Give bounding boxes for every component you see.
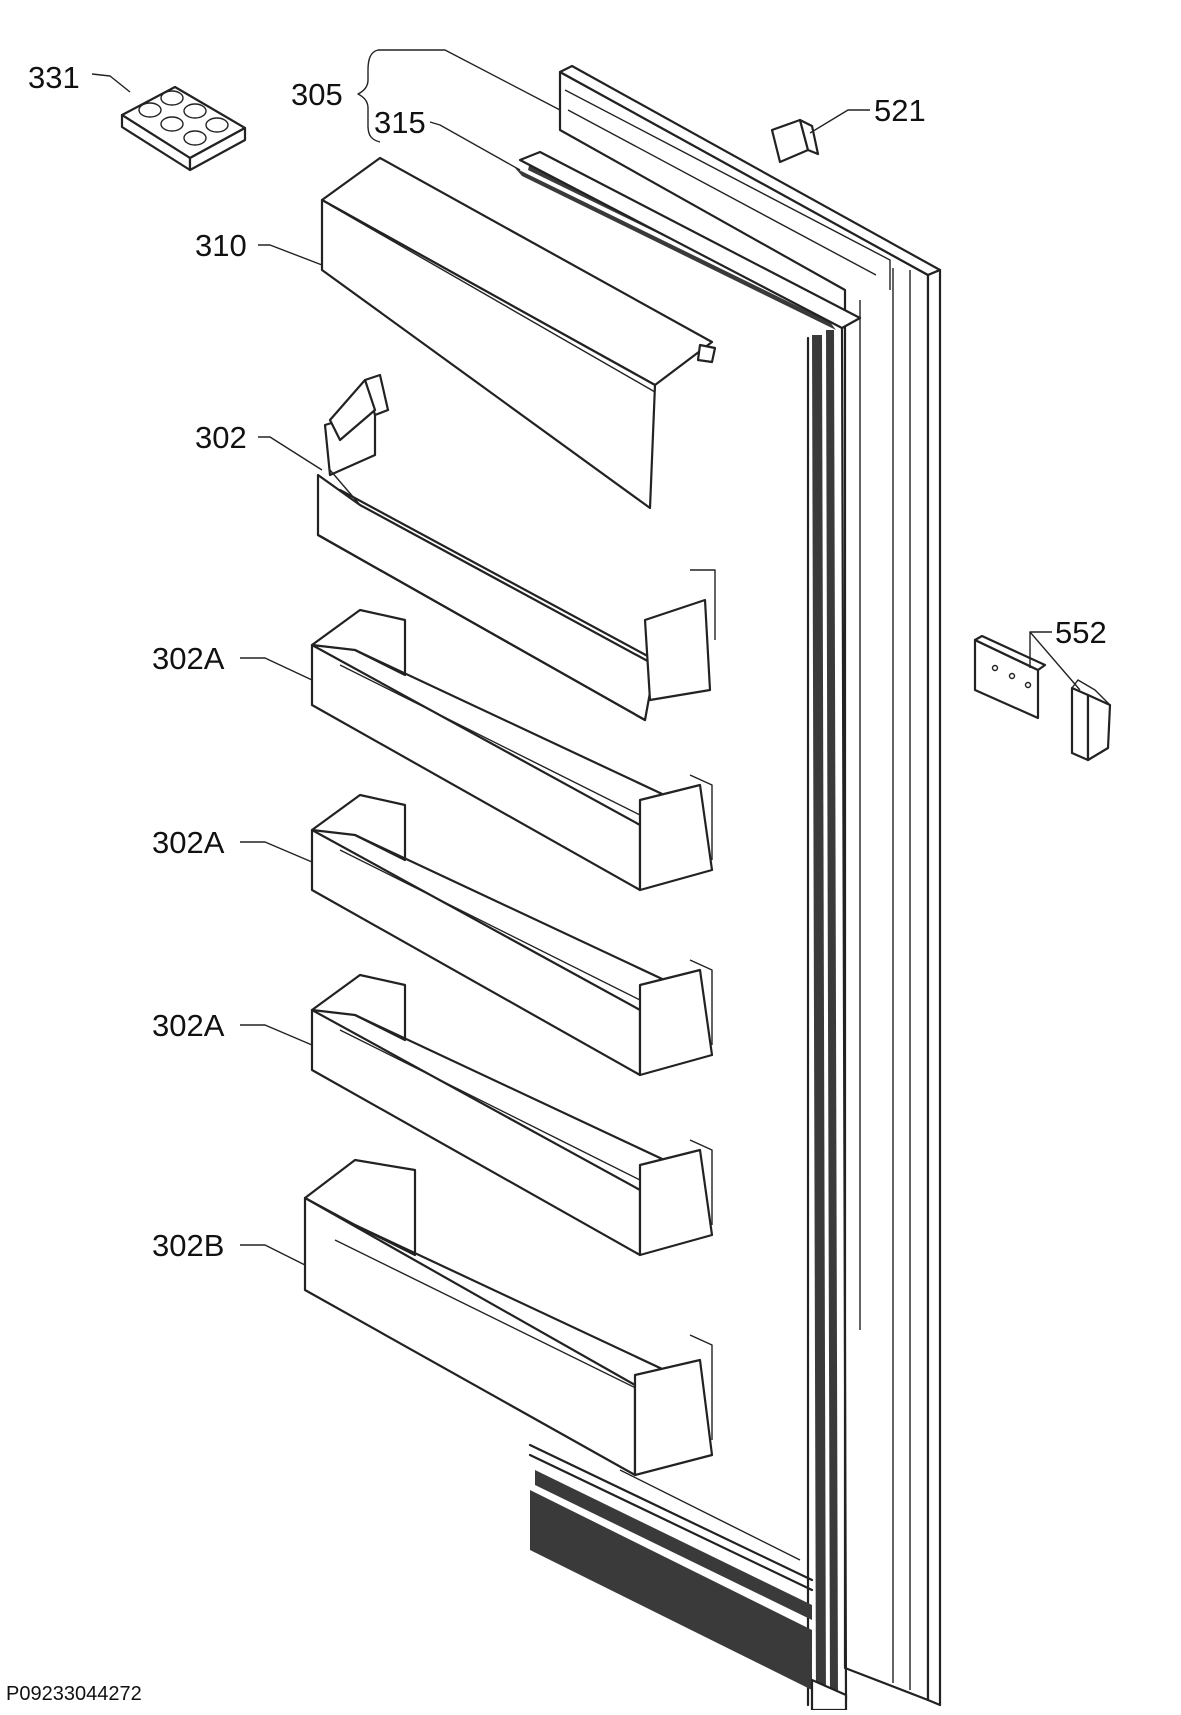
callout-521: 521: [874, 93, 926, 128]
door-balcony-a-3: [310, 973, 714, 1257]
door-liner-gasket: [515, 150, 862, 1712]
door-balcony-top: [316, 373, 716, 722]
callout-302A-2: 302A: [152, 825, 225, 860]
leader-lines: [91, 49, 1081, 1266]
cap-part: [770, 118, 820, 164]
callout-302A-1: 302A: [152, 641, 225, 676]
door-outer-panel: [558, 64, 942, 1707]
callout-310: 310: [195, 228, 247, 263]
callout-labels: 331 305 315 521 310 302 302A 302A 302A 3…: [28, 60, 1107, 1263]
door-balcony-a-1: [310, 608, 714, 892]
egg-tray: [120, 85, 247, 172]
door-balcony-b: [303, 1158, 714, 1477]
shelf-lid: [320, 156, 717, 510]
document-id: P09233044272: [6, 1683, 142, 1705]
callout-315: 315: [374, 105, 426, 140]
callout-302B: 302B: [152, 1228, 224, 1263]
callout-305: 305: [291, 77, 343, 112]
callout-331: 331: [28, 60, 80, 95]
callout-302: 302: [195, 420, 247, 455]
hinge-brackets: [973, 634, 1112, 762]
door-balcony-a-2: [310, 793, 714, 1077]
callout-552: 552: [1055, 615, 1107, 650]
callout-302A-3: 302A: [152, 1008, 225, 1043]
